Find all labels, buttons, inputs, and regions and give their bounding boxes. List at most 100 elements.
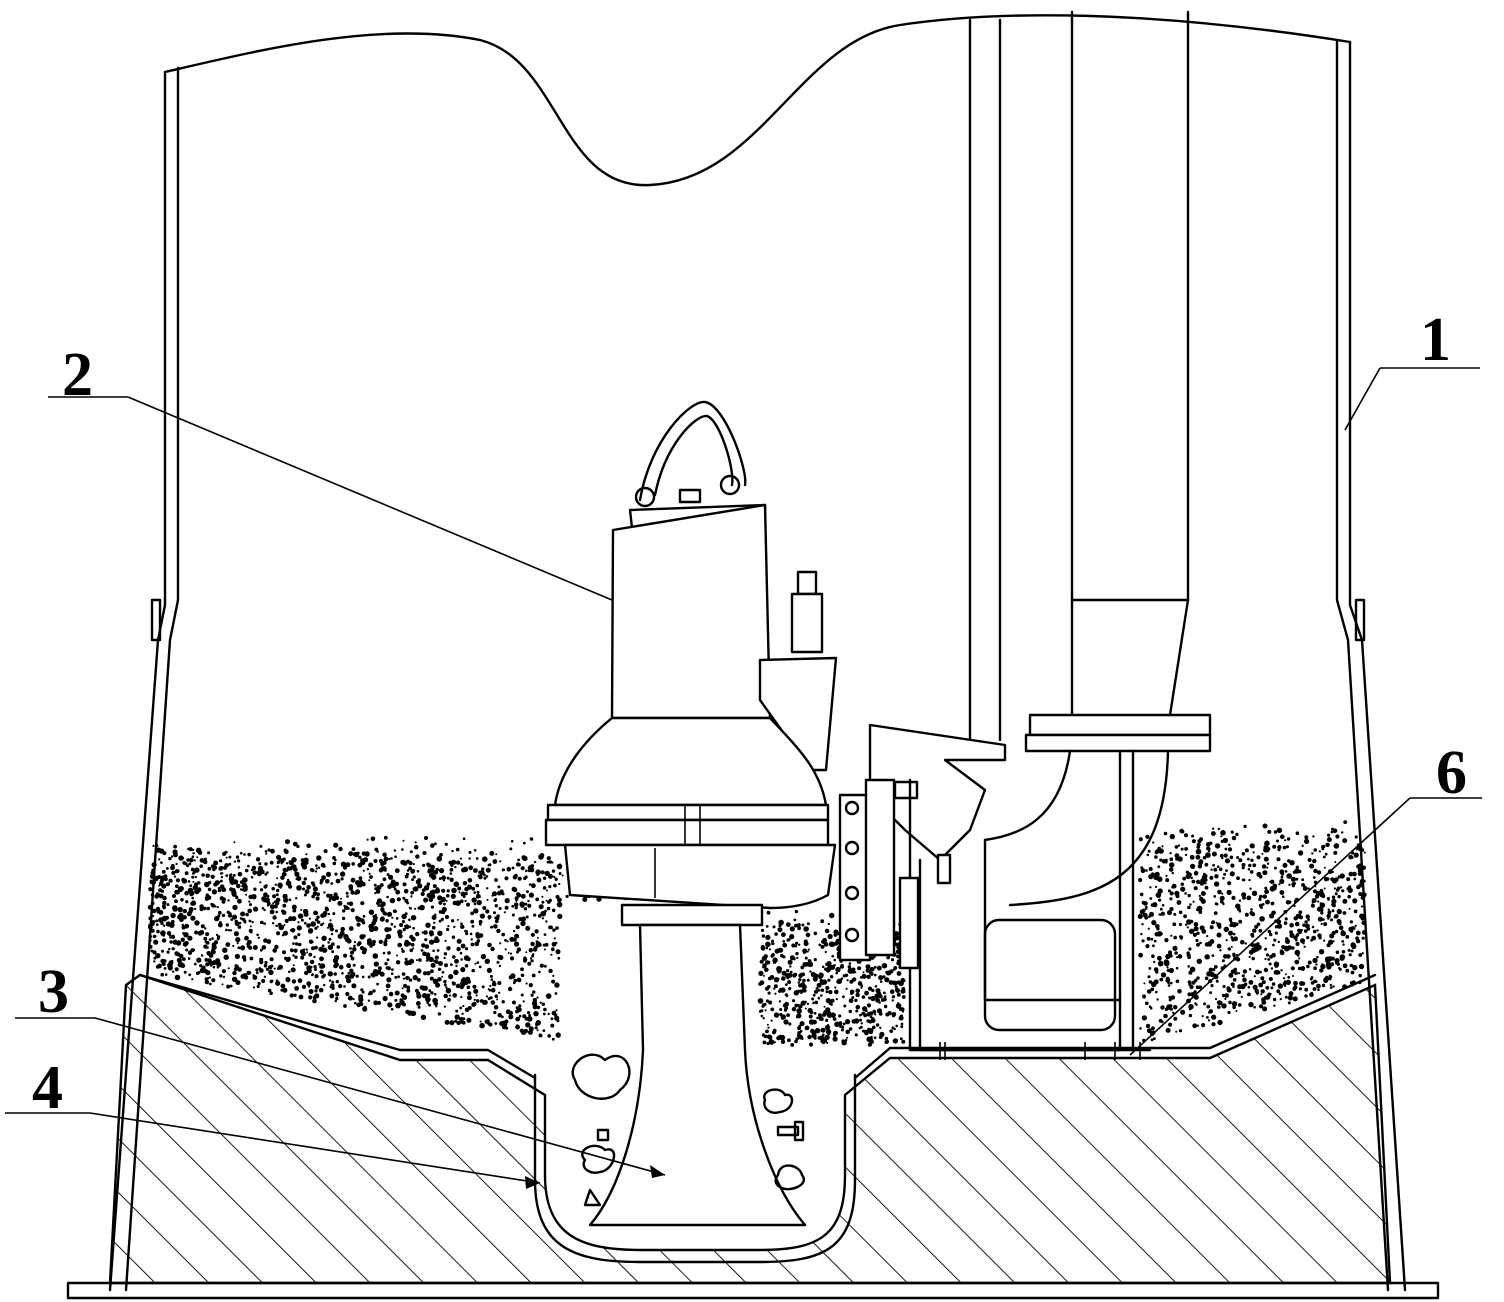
sediment-dot <box>153 939 159 945</box>
sediment-dot <box>761 1033 766 1037</box>
sediment-dot <box>306 981 312 987</box>
sediment-dot <box>533 1011 539 1017</box>
sediment-dot <box>498 907 502 910</box>
sediment-dot <box>1209 971 1215 978</box>
sediment-dot <box>192 852 195 855</box>
sediment-dot <box>1330 918 1333 922</box>
sediment-dot <box>1301 883 1305 887</box>
sediment-dot <box>433 978 437 983</box>
sediment-dot <box>869 967 874 972</box>
sediment-dot <box>1141 939 1145 943</box>
sediment-dot <box>544 870 550 877</box>
sediment-dot <box>903 979 906 983</box>
sediment-dot <box>486 887 489 890</box>
sediment-dot <box>412 863 415 866</box>
sediment-dot <box>867 986 873 991</box>
sediment-dot <box>1228 1000 1232 1005</box>
sediment-dot <box>374 887 378 891</box>
sediment-dot <box>447 925 450 928</box>
sediment-dot <box>816 1016 819 1020</box>
sediment-dot <box>1263 967 1269 973</box>
sediment-dot <box>314 974 319 979</box>
sediment-dot <box>469 932 473 936</box>
sediment-dot <box>197 881 201 885</box>
sediment-dot <box>863 1013 868 1018</box>
sediment-dot <box>290 928 296 933</box>
sediment-dot <box>300 861 307 867</box>
sediment-dot <box>796 1033 801 1038</box>
sediment-dot <box>550 947 555 952</box>
sediment-dot <box>1179 935 1182 938</box>
sediment-dot <box>1209 991 1212 995</box>
sediment-dot <box>901 1039 906 1044</box>
sediment-dot <box>212 867 216 872</box>
sediment-dot <box>883 1004 888 1009</box>
sediment-dot <box>1307 960 1312 965</box>
sediment-dot <box>288 884 293 889</box>
sediment-dot <box>1234 971 1238 975</box>
sediment-dot <box>1333 843 1340 849</box>
sediment-dot <box>1241 892 1247 898</box>
sediment-dot <box>557 897 562 903</box>
sediment-dot <box>1222 837 1228 844</box>
sediment-dot <box>286 878 290 882</box>
sediment-dot <box>1145 834 1150 839</box>
sediment-dot <box>522 1014 527 1019</box>
sediment-dot <box>372 953 379 959</box>
sediment-dot <box>340 897 343 900</box>
sediment-dot <box>882 963 888 969</box>
sediment-dot <box>152 844 155 848</box>
sediment-dot <box>807 963 811 967</box>
sediment-dot <box>219 859 223 863</box>
sediment-dot <box>275 910 279 914</box>
sediment-dot <box>308 952 313 957</box>
sediment-dot <box>300 918 304 922</box>
sediment-dot <box>1272 997 1277 1002</box>
sediment-dot <box>166 950 170 954</box>
sediment-dot <box>304 921 307 925</box>
sediment-dot <box>1204 942 1210 947</box>
callout-6: 6 <box>1436 739 1467 807</box>
sediment-dot <box>492 859 498 864</box>
sediment-dot <box>895 987 900 993</box>
sediment-dot <box>1316 906 1322 912</box>
sediment-dot <box>166 903 170 907</box>
sediment-dot <box>522 957 528 962</box>
sediment-dot <box>186 858 190 862</box>
sediment-dot <box>803 951 806 954</box>
sediment-dot <box>1163 959 1170 965</box>
sediment-dot <box>440 917 444 922</box>
sediment-dot <box>416 978 421 982</box>
sediment-dot <box>1146 936 1151 941</box>
sediment-dot <box>536 936 539 939</box>
sediment-dot <box>828 990 833 995</box>
sediment-dot <box>350 877 356 883</box>
sediment-dot <box>782 939 786 943</box>
sediment-dot <box>429 976 434 981</box>
sediment-dot <box>407 960 413 966</box>
sediment-dot <box>800 965 805 970</box>
sediment-dot <box>160 930 166 936</box>
sediment-dot <box>289 993 294 998</box>
sediment-dot <box>1172 922 1177 927</box>
sediment-dot <box>1329 986 1333 989</box>
sediment-dot <box>263 938 268 943</box>
sediment-dot <box>225 856 228 859</box>
sediment-dot <box>187 957 191 960</box>
sediment-dot <box>335 878 341 884</box>
sediment-dot <box>528 883 532 886</box>
sediment-dot <box>494 878 498 882</box>
sediment-dot <box>357 862 363 868</box>
sediment-dot <box>166 867 169 870</box>
sediment-dot <box>202 859 208 865</box>
sediment-dot <box>546 889 548 892</box>
sediment-dot <box>1361 865 1367 870</box>
sediment-dot <box>1150 872 1156 877</box>
sediment-dot <box>854 1033 858 1037</box>
sediment-dot <box>806 978 810 982</box>
sediment-dot <box>206 951 211 956</box>
sediment-dot <box>478 874 483 880</box>
sediment-dot <box>1342 943 1345 946</box>
sediment-dot <box>1260 993 1263 996</box>
sediment-dot <box>1195 938 1199 943</box>
